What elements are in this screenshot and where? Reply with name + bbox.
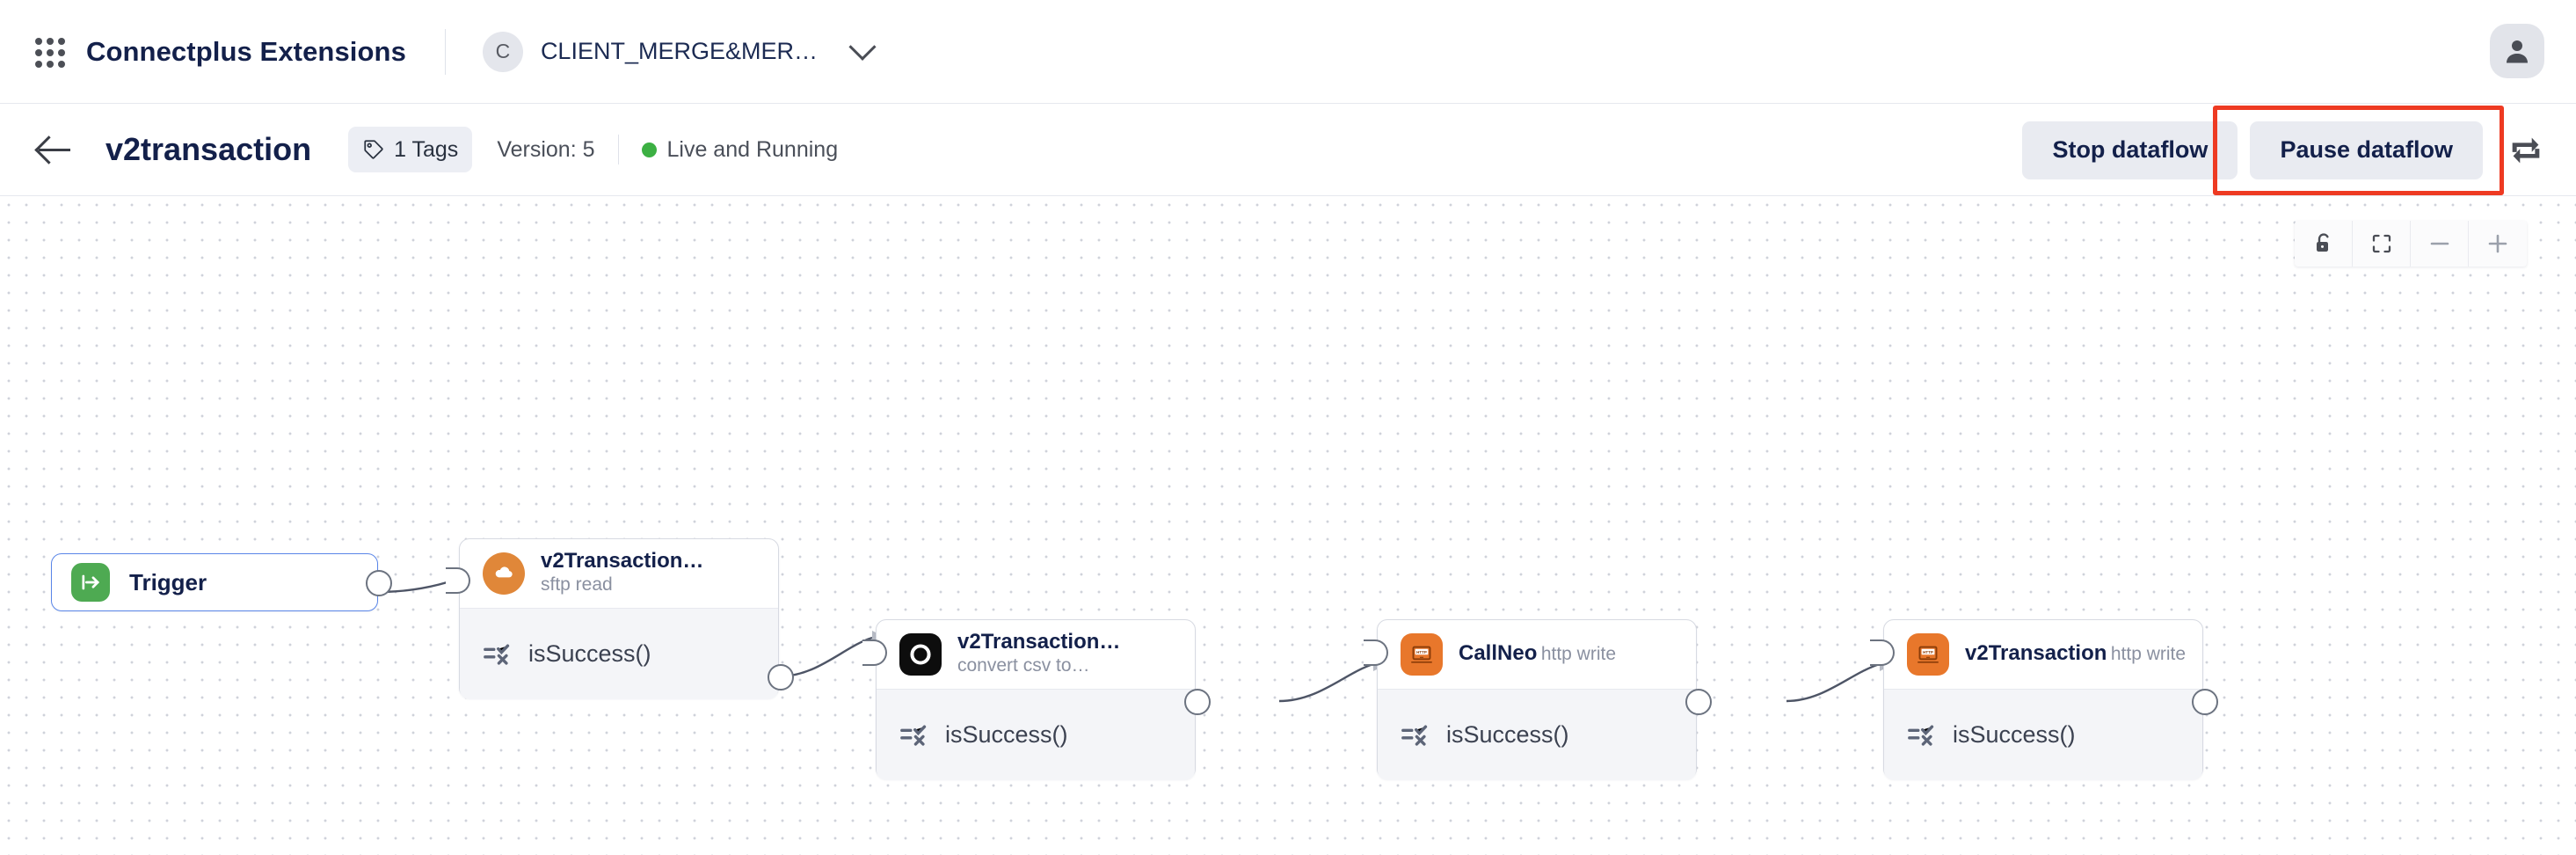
node-v2transaction-http[interactable]: HTTP v2Transaction http write isSuccess(… [1870,619,2218,780]
tag-icon [364,140,383,159]
check-cross-rule-icon [1401,725,1428,746]
sync-refresh-icon[interactable] [2506,130,2546,171]
client-selector[interactable]: C CLIENT_MERGE&MER… [482,31,877,72]
dataflow-canvas[interactable]: Trigger v2Transaction… sftp read [0,196,2576,855]
node-title: v2Transaction… [541,549,704,574]
header-divider [444,28,446,75]
dataflow-header: v2transaction 1 Tags Version: 5 Live and… [0,104,2576,196]
output-port[interactable] [1685,689,1712,715]
node-title: v2Transaction [1965,641,2107,666]
node-header: v2Transaction… sftp read [460,539,778,608]
node-title: CallNeo [1459,641,1538,666]
output-port[interactable] [768,664,794,691]
check-cross-rule-icon [484,644,510,665]
node-subtitle: convert csv to… [957,655,1090,676]
node-trigger[interactable]: Trigger [51,553,392,611]
fit-screen-icon[interactable] [2353,221,2411,267]
grid-apps-icon[interactable] [32,34,67,69]
node-text-block: v2Transaction http write [1965,641,2187,666]
plus-icon[interactable] [2469,221,2527,267]
input-port[interactable] [862,639,887,666]
node-sftp-read[interactable]: v2Transaction… sftp read isSuccess() [446,538,794,699]
svg-text:HTTP: HTTP [1923,650,1933,654]
node-text-block: v2Transaction… sftp read [541,549,778,596]
top-bar: Connectplus Extensions C CLIENT_MERGE&ME… [0,0,2576,104]
convert-ring-icon [899,633,942,676]
brand-title: Connectplus Extensions [86,35,406,67]
header-actions: Stop dataflow Pause dataflow [2022,104,2576,196]
node-header: HTTP CallNeo http write [1378,620,1696,689]
node-rule-row[interactable]: isSuccess() [1378,689,1696,780]
chevron-down-icon[interactable] [848,33,877,61]
node-header: v2Transaction… convert csv to… [877,620,1195,689]
node-subtitle: http write [1540,644,1617,665]
arrow-left-icon[interactable] [35,130,74,169]
page-title: v2transaction [106,131,312,167]
input-port[interactable] [1364,639,1388,666]
node-title: Trigger [129,568,207,596]
node-title: v2Transaction… [957,630,1121,654]
node-rule-row[interactable]: isSuccess() [460,608,778,699]
canvas-toolbar [2295,221,2527,267]
tags-chip[interactable]: 1 Tags [348,127,473,172]
client-avatar: C [482,31,523,72]
client-name: CLIENT_MERGE&MER… [540,38,818,64]
http-laptop-icon: HTTP [1907,633,1949,676]
node-subtitle: http write [2110,644,2187,665]
output-port[interactable] [366,570,392,596]
output-port[interactable] [1184,689,1211,715]
tags-label: 1 Tags [394,136,459,162]
check-cross-rule-icon [900,725,927,746]
status-divider [617,135,619,164]
user-avatar-icon[interactable] [2490,24,2544,78]
cloud-sftp-icon [483,552,525,595]
stop-dataflow-button[interactable]: Stop dataflow [2022,121,2238,179]
status-dot-icon [641,142,657,157]
node-rule-row[interactable]: isSuccess() [877,689,1195,780]
pause-dataflow-button[interactable]: Pause dataflow [2250,121,2483,179]
input-port[interactable] [446,567,470,594]
node-header: HTTP v2Transaction http write [1884,620,2202,689]
trigger-row: Trigger [52,554,377,610]
version-label: Version: 5 [497,136,595,162]
http-laptop-icon: HTTP [1401,633,1443,676]
node-subtitle: sftp read [541,574,613,596]
check-cross-rule-icon [1908,725,1934,746]
input-port[interactable] [1870,639,1895,666]
node-text-block: CallNeo http write [1459,641,1617,666]
rule-label: isSuccess() [1446,721,1569,748]
rule-label: isSuccess() [945,721,1068,748]
svg-text:HTTP: HTTP [1416,650,1427,654]
minus-icon[interactable] [2411,221,2469,267]
output-port[interactable] [2192,689,2218,715]
lock-open-icon[interactable] [2295,221,2353,267]
rule-label: isSuccess() [528,640,651,667]
node-rule-row[interactable]: isSuccess() [1884,689,2202,780]
node-callneo[interactable]: HTTP CallNeo http write isSuccess() [1364,619,1712,780]
status-label: Live and Running [666,136,839,162]
node-convert-csv[interactable]: v2Transaction… convert csv to… isSuccess… [862,619,1211,780]
trigger-start-icon [71,563,110,602]
rule-label: isSuccess() [1953,721,2076,748]
node-text-block: v2Transaction… convert csv to… [957,630,1195,677]
status-badge: Live and Running [641,136,839,163]
